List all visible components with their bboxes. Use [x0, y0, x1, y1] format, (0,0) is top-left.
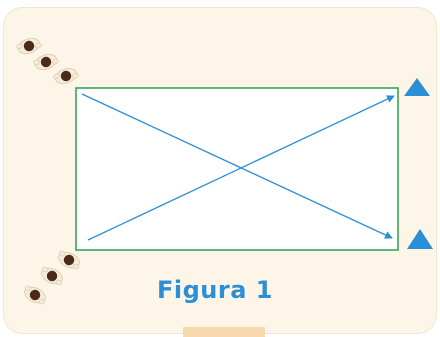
card-bottom-tab: [183, 327, 265, 337]
person-icon: [24, 285, 46, 305]
person-icon: [53, 68, 79, 84]
player-group-bottom: [24, 250, 80, 305]
cone-icon: [404, 78, 430, 96]
figure-caption: Figura 1: [157, 276, 273, 304]
run-line-top-left-to-bottom-right: [81, 93, 393, 239]
person-icon: [16, 38, 42, 54]
run-line-bottom-left-to-top-right: [87, 95, 395, 241]
field-rectangle: [75, 87, 399, 251]
person-icon: [41, 266, 63, 286]
player-group-top: [16, 38, 79, 84]
person-icon: [33, 54, 59, 70]
person-icon: [58, 250, 80, 270]
cone-icon: [407, 229, 433, 249]
